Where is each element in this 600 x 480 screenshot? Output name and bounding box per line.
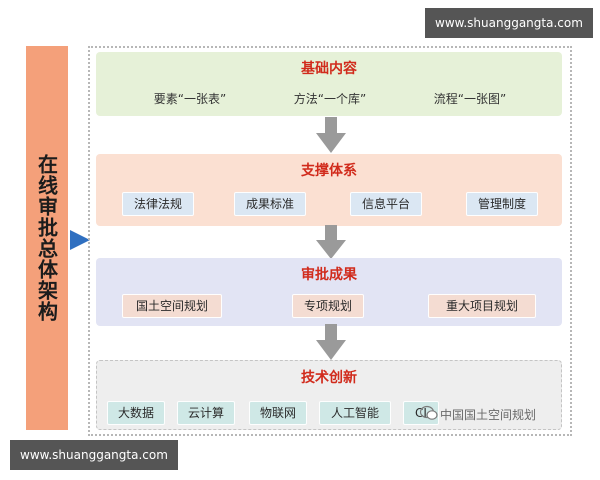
section-support: 支撑体系 法律法规 成果标准 信息平台 管理制度	[96, 154, 562, 226]
results-item: 重大项目规划	[428, 294, 536, 318]
section-basic: 基础内容 要素“一张表” 方法“一个库” 流程“一张图”	[96, 52, 562, 116]
basic-item: 方法“一个库”	[293, 92, 367, 106]
wechat-watermark: 中国国土空间规划	[440, 408, 537, 422]
basic-item: 流程“一张图”	[433, 92, 507, 106]
results-item: 国土空间规划	[122, 294, 222, 318]
support-item: 法律法规	[122, 192, 194, 216]
support-item: 成果标准	[234, 192, 306, 216]
left-label: 在线审批总体架构	[34, 154, 59, 322]
wechat-icon	[420, 405, 438, 420]
section-tech-title: 技术创新	[301, 370, 357, 386]
section-basic-title: 基础内容	[301, 61, 357, 77]
down-arrow-icon	[316, 324, 346, 360]
down-arrow-icon	[316, 117, 346, 153]
support-item: 信息平台	[350, 192, 422, 216]
down-arrow-icon	[316, 225, 346, 259]
basic-item: 要素“一张表”	[153, 92, 227, 106]
pointer-arrow-icon	[70, 230, 90, 250]
tech-item: 物联网	[249, 401, 307, 425]
support-item: 管理制度	[466, 192, 538, 216]
tech-item: 人工智能	[319, 401, 391, 425]
section-tech: 技术创新 大数据 云计算 物联网 人工智能 CI	[96, 360, 562, 430]
main-frame	[88, 46, 572, 436]
results-item: 专项规划	[292, 294, 364, 318]
tech-item: 大数据	[107, 401, 165, 425]
section-support-title: 支撑体系	[301, 163, 357, 179]
left-label-bar: 在线审批总体架构	[26, 46, 68, 430]
tech-item: 云计算	[177, 401, 235, 425]
watermark-bottom: www.shuanggangta.com	[10, 440, 178, 470]
watermark-top: www.shuanggangta.com	[425, 8, 593, 38]
section-results: 审批成果 国土空间规划 专项规划 重大项目规划	[96, 258, 562, 326]
section-results-title: 审批成果	[301, 267, 357, 283]
